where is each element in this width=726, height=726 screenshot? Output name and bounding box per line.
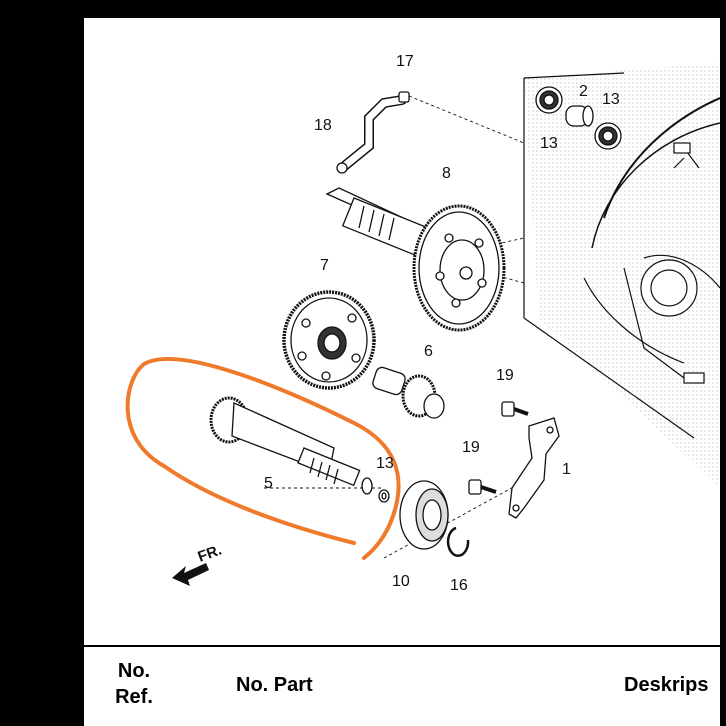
exploded-parts-diagram: FR. 17 18 2 13 13 8 7 6 19 19 1 5 13 10 … <box>125 53 720 594</box>
callout-13-upper-left: 13 <box>540 135 558 152</box>
fr-label: FR. <box>196 542 225 566</box>
front-direction-arrow: FR. <box>172 542 224 586</box>
part-5-final-shaft <box>209 396 373 495</box>
part-10-bearing <box>399 480 449 550</box>
callout-labels: 17 18 2 13 13 8 7 6 19 19 1 5 13 10 16 <box>264 53 620 594</box>
part-13-bearing-upper-right <box>594 122 622 150</box>
orange-highlight-circle <box>125 357 401 560</box>
callout-19-lower: 19 <box>462 439 480 456</box>
callout-5: 5 <box>264 475 273 492</box>
part-2-bushing <box>565 105 594 127</box>
part-13-bearing-upper-left <box>535 86 563 114</box>
crankcase-housing <box>523 63 720 488</box>
part-19-bolt-lower <box>468 479 497 495</box>
column-header-ref: No. Ref. <box>112 658 156 710</box>
column-header-part-number: No. Part <box>236 674 313 696</box>
part-17-clip <box>398 91 410 103</box>
part-19-bolt-upper <box>501 401 529 417</box>
table-divider <box>84 645 720 647</box>
callout-13-lower: 13 <box>376 455 394 472</box>
callout-7: 7 <box>320 257 329 274</box>
callout-8: 8 <box>442 165 451 182</box>
callout-2: 2 <box>579 83 588 100</box>
part-7-gear <box>282 290 376 390</box>
callout-18: 18 <box>314 117 332 134</box>
callout-19-upper: 19 <box>496 367 514 384</box>
callout-6: 6 <box>424 343 433 360</box>
part-18-hose <box>336 95 407 174</box>
part-16-circlip <box>446 526 470 557</box>
callout-17: 17 <box>396 53 414 70</box>
part-6-pinion <box>372 366 445 419</box>
parts-diagram-sheet: FR. 17 18 2 13 13 8 7 6 19 19 1 5 13 10 … <box>84 18 720 726</box>
column-header-description: Deskrips <box>624 674 709 696</box>
ref-label: No. Ref. <box>115 660 153 708</box>
callout-10: 10 <box>392 573 410 590</box>
callout-1: 1 <box>562 461 571 478</box>
part-1-bracket <box>508 417 560 519</box>
part-13-washer <box>378 489 390 503</box>
callout-16: 16 <box>450 577 468 594</box>
callout-13-upper-right: 13 <box>602 91 620 108</box>
part-8-output-shaft-gear <box>325 187 506 332</box>
